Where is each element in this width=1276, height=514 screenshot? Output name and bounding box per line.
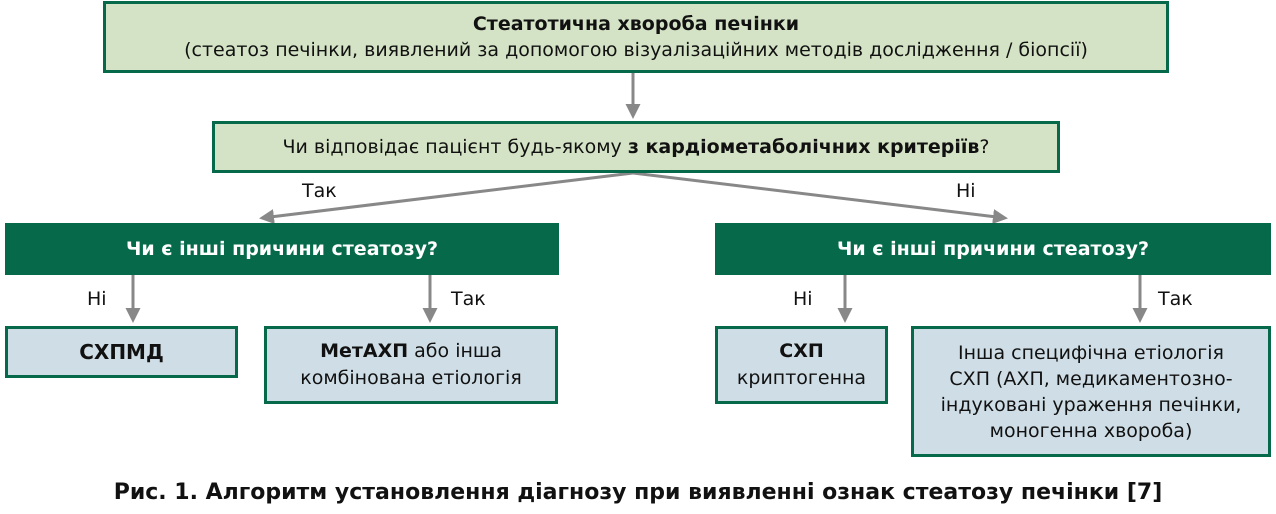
left-question-text: Чи є інші причини стеатозу? [125, 238, 439, 260]
top-box-title: Стеатотична хвороба печінки [472, 13, 800, 35]
left-yes-label: Так [451, 288, 486, 310]
question-text: Чи відповідає пацієнт будь-якому з карді… [282, 136, 989, 158]
result-metald-bold: МетАХП [320, 340, 409, 362]
right-yes-label: Так [1158, 288, 1193, 310]
branch-label-yes: Так [302, 180, 337, 202]
left-no-label: Ні [87, 288, 107, 310]
top-box-subtitle: (стеатоз печінки, виявлений за допомогою… [184, 39, 1088, 61]
cardiometabolic-question-box: Чи відповідає пацієнт будь-якому з карді… [212, 121, 1060, 173]
result-other-line: моногенна хвороба) [989, 419, 1193, 442]
right-other-causes-question: Чи є інші причини стеатозу? [715, 223, 1271, 275]
figure-caption: Рис. 1. Алгоритм установлення діагнозу п… [113, 480, 1163, 505]
result-masld-box: СХПМД [5, 326, 238, 378]
result-other-etiology-box: Інша специфічна етіологія СХП (АХП, меди… [911, 326, 1271, 457]
arrow-question-to-left [259, 171, 634, 225]
result-cryptogenic-bold: СХП [779, 340, 824, 362]
result-masld-text: СХПМД [79, 340, 164, 364]
arrow-question-to-right [632, 171, 1008, 225]
result-metald-line1: МетАХП або інша [320, 338, 502, 365]
question-prefix: Чи відповідає пацієнт будь-якому [282, 136, 628, 158]
result-other-line: СХП (АХП, медикаментозно- [949, 367, 1233, 390]
question-bold: з кардіометаболічних критеріїв [627, 136, 980, 158]
result-cryptogenic-box: СХП криптогенна [715, 326, 888, 404]
left-other-causes-question: Чи є інші причини стеатозу? [5, 223, 559, 275]
right-no-label: Ні [793, 288, 813, 310]
result-metald-rest: або інша [408, 340, 502, 362]
steatotic-liver-disease-box: Стеатотична хвороба печінки (стеатоз печ… [103, 1, 1169, 73]
branch-label-no: Ні [956, 180, 976, 202]
result-other-line: індуковані ураження печінки, [940, 393, 1242, 416]
result-metald-line2: комбінована етіологія [300, 367, 522, 389]
result-metald-box: МетАХП або інша комбінована етіологія [264, 326, 558, 404]
question-suffix: ? [979, 136, 990, 158]
result-cryptogenic-text: криптогенна [736, 367, 867, 389]
right-question-text: Чи є інші причини стеатозу? [836, 238, 1150, 260]
result-other-line: Інша специфічна етіологія [958, 341, 1224, 364]
